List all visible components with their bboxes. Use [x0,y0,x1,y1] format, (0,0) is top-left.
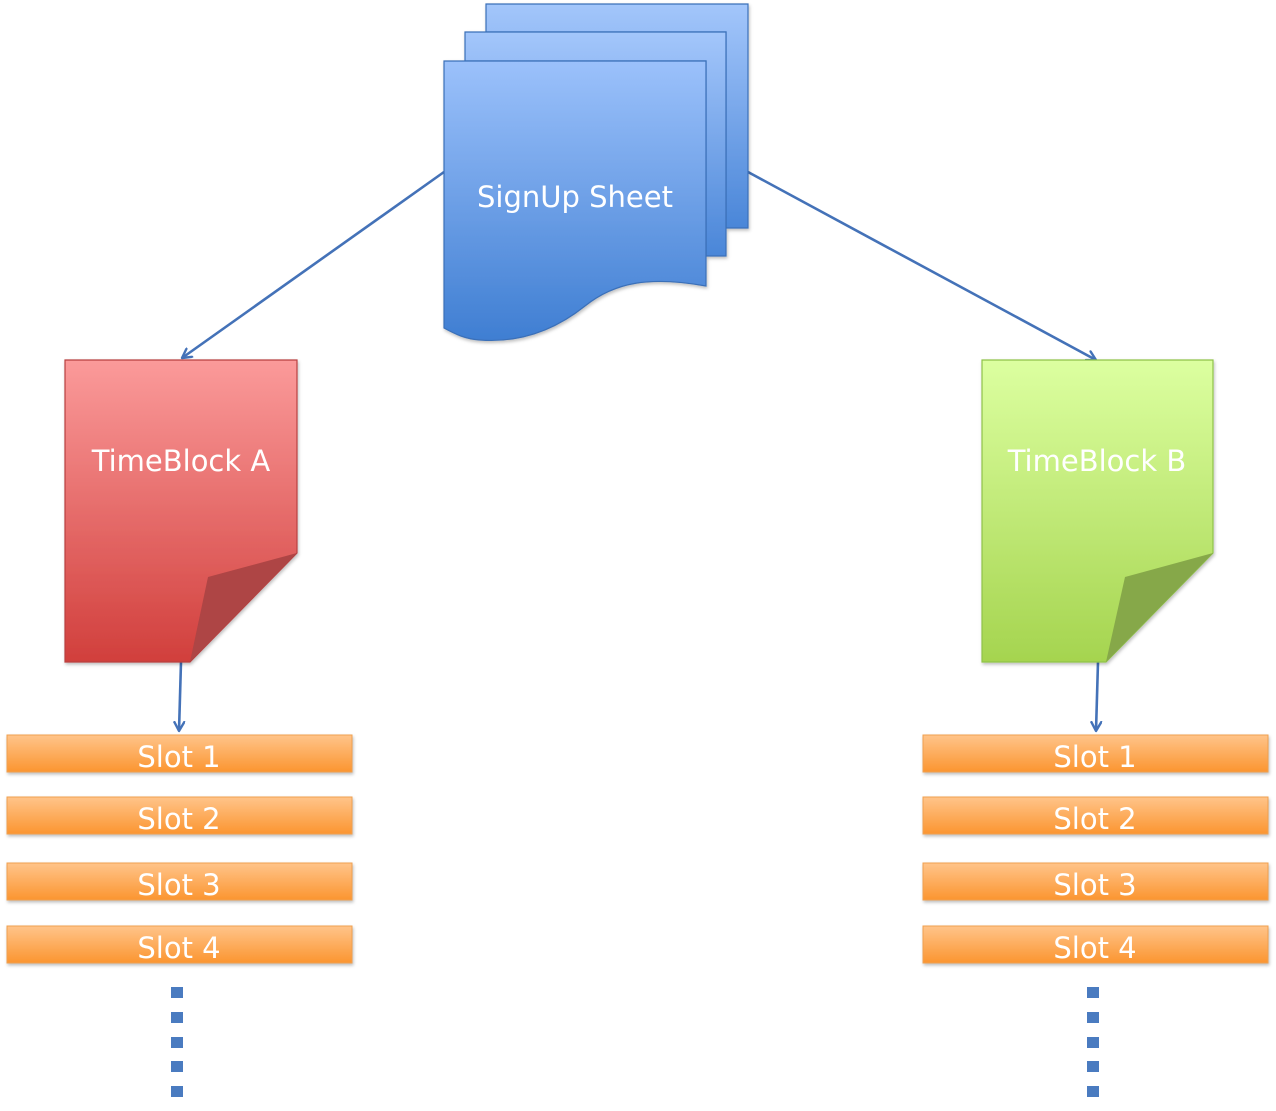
slot-label: Slot 3 [1053,868,1136,902]
ellipsis-dots [1087,987,1099,1097]
timeblock-a-slots: Slot 1 Slot 2 Slot 3 Slot 4 [6,734,353,1097]
slot-item[interactable]: Slot 2 [922,796,1269,836]
slot-item[interactable]: Slot 2 [6,796,353,836]
slot-label: Slot 3 [137,868,220,902]
timeblock-b-label: TimeBlock B [1007,444,1187,478]
timeblock-a-folded-corner [190,553,297,662]
slot-box [922,925,1269,964]
timeblock-a-page [64,359,298,663]
timeblock-b-folded-corner [1106,553,1213,662]
slot-box [6,925,353,964]
slot-label: Slot 2 [137,802,220,836]
slot-item[interactable]: Slot 3 [922,862,1269,902]
slot-box [6,862,353,901]
slot-item[interactable]: Slot 1 [6,734,353,774]
signup-sheet-node[interactable]: SignUp Sheet [443,3,749,342]
slot-box [6,734,353,773]
connectors [179,170,1098,731]
timeblock-a-node[interactable]: TimeBlock A [64,359,298,663]
slot-label: Slot 2 [1053,802,1136,836]
arrow-timeblock-a-to-slots [179,661,181,731]
slot-label: Slot 1 [1053,740,1136,774]
slot-item[interactable]: Slot 3 [6,862,353,902]
slot-item[interactable]: Slot 1 [922,734,1269,774]
arrow-signup-to-timeblock-a [182,170,445,358]
timeblock-b-slots: Slot 1 Slot 2 Slot 3 Slot 4 [922,734,1269,1097]
arrow-timeblock-b-to-slots [1096,661,1098,731]
slot-item[interactable]: Slot 4 [922,925,1269,965]
slot-box [6,796,353,835]
slot-label: Slot 4 [1053,931,1136,965]
slot-box [922,734,1269,773]
slot-box [922,862,1269,901]
slot-label: Slot 4 [137,931,220,965]
signup-sheet-front-page [443,60,707,342]
timeblock-a-label: TimeBlock A [91,444,271,478]
slot-label: Slot 1 [137,740,220,774]
signup-sheet-label: SignUp Sheet [477,180,673,214]
arrow-signup-to-timeblock-b [747,170,1096,360]
slot-item[interactable]: Slot 4 [6,925,353,965]
ellipsis-dots [171,987,183,1097]
timeblock-b-node[interactable]: TimeBlock B [981,359,1214,663]
timeblock-b-page [981,359,1214,663]
slot-box [922,796,1269,835]
